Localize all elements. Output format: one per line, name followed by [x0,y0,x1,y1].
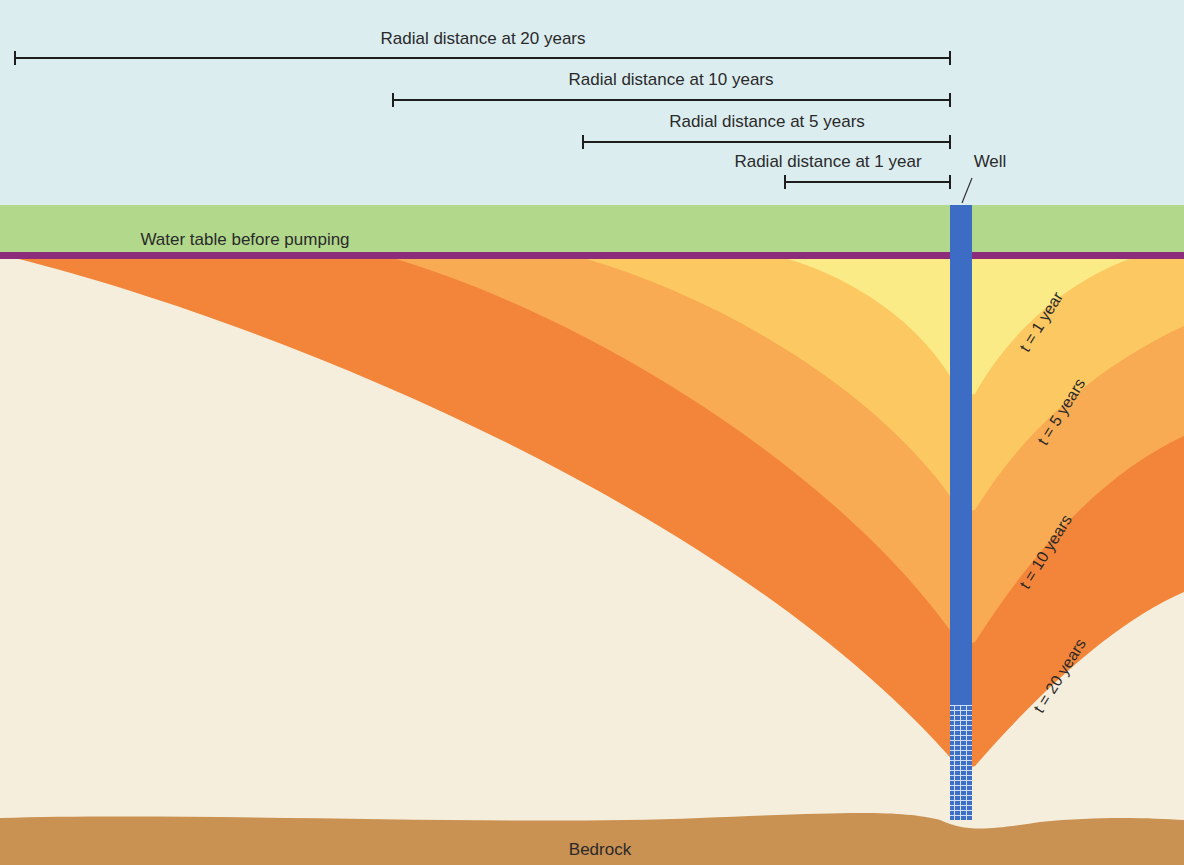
sky [0,0,1184,205]
distance-label: Radial distance at 5 years [669,112,865,132]
cone-20-years [15,258,1184,770]
water-table-line [0,252,1184,259]
distance-label: Radial distance at 20 years [380,29,585,49]
aquifer [0,258,1184,865]
well-screen [950,705,972,820]
bedrock [0,813,1184,865]
well-label: Well [974,152,1007,172]
bedrock-label: Bedrock [569,840,631,860]
cone-10-years [393,258,1184,646]
distance-label: Radial distance at 10 years [568,70,773,90]
leader-line [962,178,972,203]
unsaturated-zone [0,205,1184,253]
water-table-label: Water table before pumping [140,230,349,250]
well-casing [950,205,972,705]
distance-brackets [15,51,950,189]
cone-5-years [583,258,1184,512]
distance-label: Radial distance at 1 year [734,152,921,172]
